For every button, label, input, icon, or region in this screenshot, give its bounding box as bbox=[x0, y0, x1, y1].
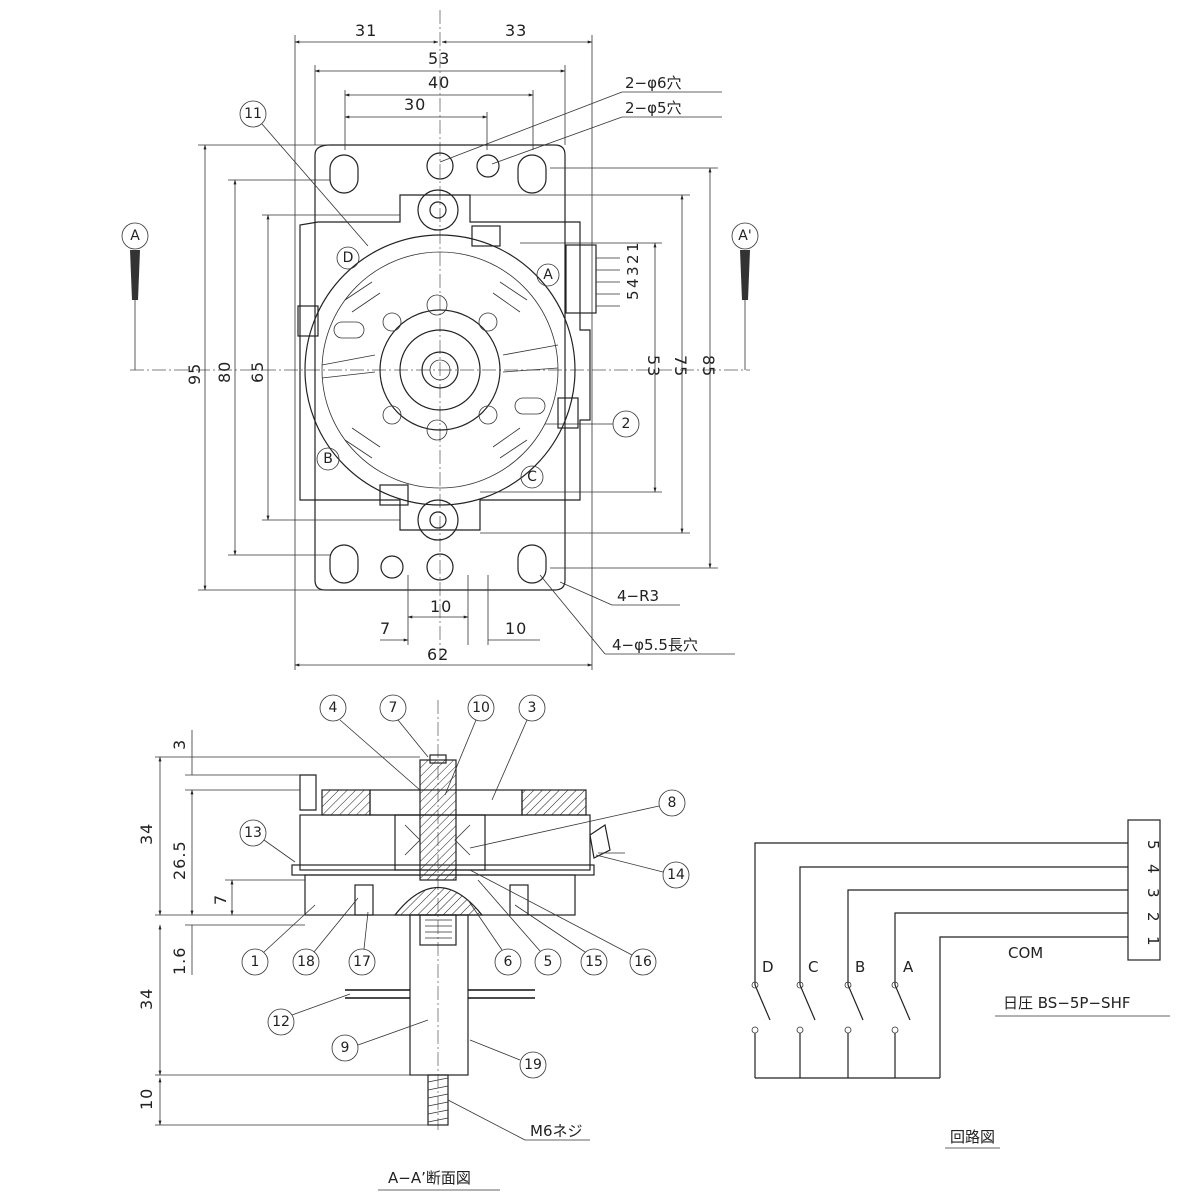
vertical-dimensions: 95 80 65 53 75 85 bbox=[185, 144, 718, 591]
pin-label: 3 bbox=[624, 266, 642, 276]
dim-65: 65 bbox=[248, 361, 267, 383]
dim-34-upper: 34 bbox=[137, 823, 156, 845]
balloon-1: 1 bbox=[251, 954, 260, 970]
dim-30: 30 bbox=[404, 95, 426, 114]
dim-3: 3 bbox=[170, 739, 189, 750]
pin-label: 4 bbox=[624, 278, 642, 288]
dim-34-lower: 34 bbox=[137, 988, 156, 1010]
dim-10-right: 10 bbox=[505, 619, 527, 638]
dim-31: 31 bbox=[355, 21, 377, 40]
balloon-15: 15 bbox=[585, 954, 603, 970]
section-mark-a-prime: A' bbox=[738, 228, 751, 244]
balloon-16: 16 bbox=[634, 954, 652, 970]
dim-95: 95 bbox=[185, 363, 204, 385]
circuit-caption: 回路図 bbox=[950, 1128, 995, 1146]
balloon-5: 5 bbox=[544, 954, 553, 970]
dim-80: 80 bbox=[215, 361, 234, 383]
switch-letter-b: B bbox=[323, 451, 333, 467]
dim-1-6: 1.6 bbox=[170, 947, 189, 975]
dim-53-right: 53 bbox=[644, 355, 663, 377]
balloon-6: 6 bbox=[504, 954, 513, 970]
circuit-switches: D C B A bbox=[751, 958, 914, 1078]
switch-letter-d: D bbox=[343, 250, 354, 266]
horizontal-dimensions: 31 33 53 40 30 10 7 10 62 bbox=[294, 21, 593, 670]
dim-75: 75 bbox=[671, 355, 690, 377]
circuit-pin-3: 3 bbox=[1144, 888, 1162, 898]
section-view: 34 3 26.5 7 1.6 34 10 4 7 10 bbox=[137, 694, 690, 1191]
dim-10-mid: 10 bbox=[430, 597, 452, 616]
top-view: 5 4 3 2 1 D A B C 31 33 53 bbox=[121, 10, 759, 670]
switch-label-b: B bbox=[855, 958, 865, 976]
dim-62: 62 bbox=[427, 645, 449, 664]
pin-label: 5 bbox=[624, 290, 642, 300]
thread-label: M6ネジ bbox=[530, 1122, 583, 1140]
top-callouts: 2−φ6穴 2−φ5穴 4−R3 4−φ5.5長穴 bbox=[439, 74, 735, 655]
callout-slot: 4−φ5.5長穴 bbox=[612, 636, 698, 654]
dim-10-section: 10 bbox=[137, 1088, 156, 1110]
switch-letter-a: A bbox=[543, 267, 553, 283]
connector-label: 日圧 BS−5P−SHF bbox=[1003, 994, 1130, 1012]
dim-85: 85 bbox=[699, 355, 718, 377]
balloon-7: 7 bbox=[389, 700, 398, 716]
balloon-17: 17 bbox=[353, 954, 371, 970]
dim-33: 33 bbox=[505, 21, 527, 40]
balloon-12: 12 bbox=[272, 1014, 290, 1030]
switch-label-a: A bbox=[903, 958, 914, 976]
switch-label-c: C bbox=[808, 958, 818, 976]
dim-7: 7 bbox=[380, 619, 391, 638]
balloon-4: 4 bbox=[329, 700, 338, 716]
connector-pin-labels: 5 4 3 2 1 bbox=[624, 242, 642, 300]
balloon-11: 11 bbox=[244, 106, 262, 122]
balloon-9: 9 bbox=[341, 1040, 350, 1056]
balloon-19: 19 bbox=[524, 1057, 542, 1073]
circuit-pin-4: 4 bbox=[1144, 864, 1162, 874]
balloon-2: 2 bbox=[622, 416, 631, 432]
balloon-13: 13 bbox=[244, 825, 262, 841]
pin-label: 2 bbox=[624, 254, 642, 264]
section-dimensions: 34 3 26.5 7 1.6 34 10 bbox=[137, 730, 428, 1126]
balloon-8: 8 bbox=[668, 795, 677, 811]
section-markers: A A' bbox=[121, 222, 759, 370]
circuit-pin-5: 5 bbox=[1144, 840, 1162, 850]
section-balloons-bottom: 1 18 17 6 5 15 16 bbox=[241, 869, 657, 976]
dim-26-5: 26.5 bbox=[170, 840, 189, 880]
switch-label-d: D bbox=[762, 958, 774, 976]
circuit-pin-1: 1 bbox=[1144, 936, 1162, 946]
switch-letter-c: C bbox=[527, 469, 537, 485]
circuit-pin-2: 2 bbox=[1144, 912, 1162, 922]
section-balloons-side: 13 14 12 9 19 bbox=[239, 819, 690, 1079]
dim-40: 40 bbox=[428, 73, 450, 92]
callout-hole6: 2−φ6穴 bbox=[625, 74, 682, 92]
pin-label: 1 bbox=[624, 242, 642, 252]
balloon-10: 10 bbox=[472, 700, 490, 716]
section-caption: A−A’断面図 bbox=[388, 1169, 471, 1187]
dim-7-section: 7 bbox=[211, 894, 230, 905]
section-mark-a: A bbox=[130, 228, 140, 244]
dim-53-top: 53 bbox=[428, 49, 450, 68]
balloon-18: 18 bbox=[297, 954, 315, 970]
callout-r3: 4−R3 bbox=[617, 587, 659, 605]
balloon-14: 14 bbox=[667, 867, 685, 883]
callout-hole5: 2−φ5穴 bbox=[625, 99, 682, 117]
com-label: COM bbox=[1008, 944, 1043, 962]
balloon-3: 3 bbox=[528, 700, 537, 716]
section-balloons-top: 4 7 10 3 8 bbox=[319, 694, 686, 849]
circuit-diagram: 5 4 3 2 1 D C B A C bbox=[751, 819, 1170, 1149]
